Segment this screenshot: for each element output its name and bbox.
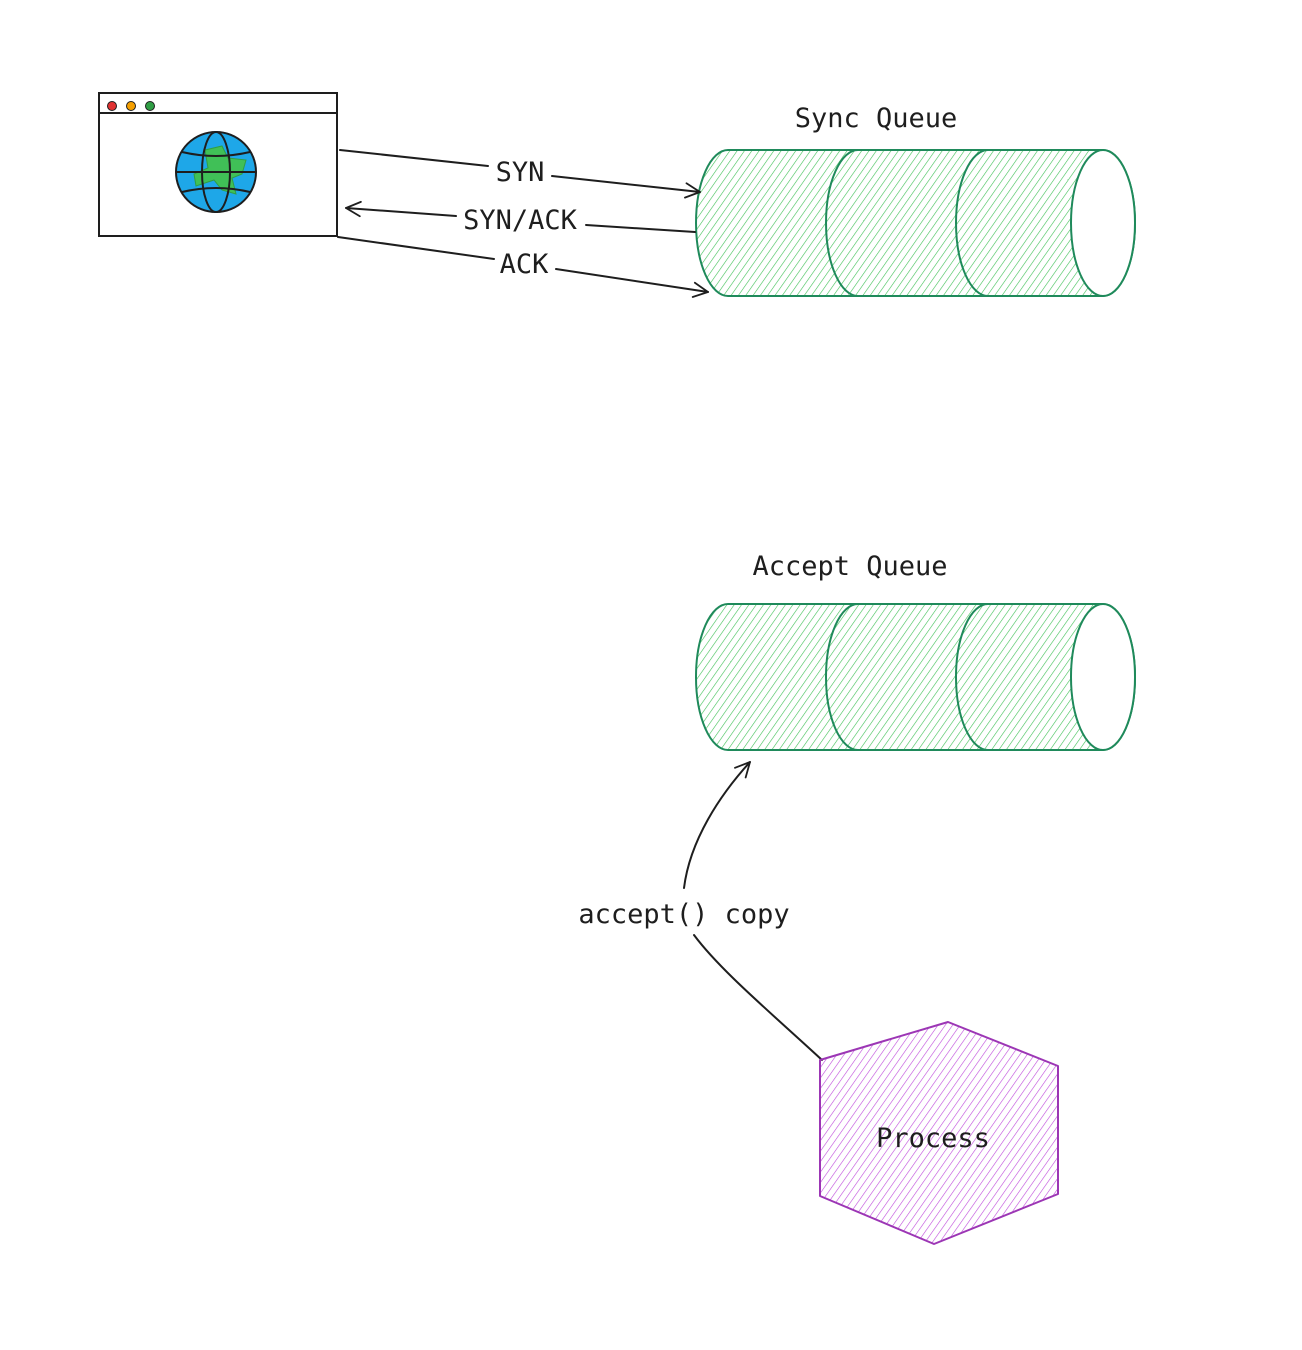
- syn-ack-label: SYN/ACK: [463, 205, 578, 236]
- syn-arrow: [339, 149, 701, 199]
- accept-copy-label: accept() copy: [578, 899, 789, 930]
- accept-copy-arrow: [683, 761, 823, 1061]
- ack-label: ACK: [500, 249, 550, 280]
- accept-queue-title: Accept Queue: [752, 551, 947, 582]
- browser-window: [98, 92, 338, 237]
- sync-queue-title: Sync Queue: [795, 103, 958, 134]
- accept-queue-cylinder: [695, 603, 1136, 751]
- ack-arrow: [337, 236, 709, 298]
- window-minimize-dot: [126, 101, 136, 111]
- window-maximize-dot: [145, 101, 155, 111]
- sync-queue-cylinder: [695, 149, 1136, 297]
- syn-label: SYN: [496, 157, 545, 188]
- globe-icon: [175, 131, 257, 213]
- syn-ack-arrow: [345, 200, 696, 233]
- process-hexagon: [819, 1021, 1059, 1245]
- process-label: Process: [876, 1123, 990, 1154]
- window-close-dot: [107, 101, 117, 111]
